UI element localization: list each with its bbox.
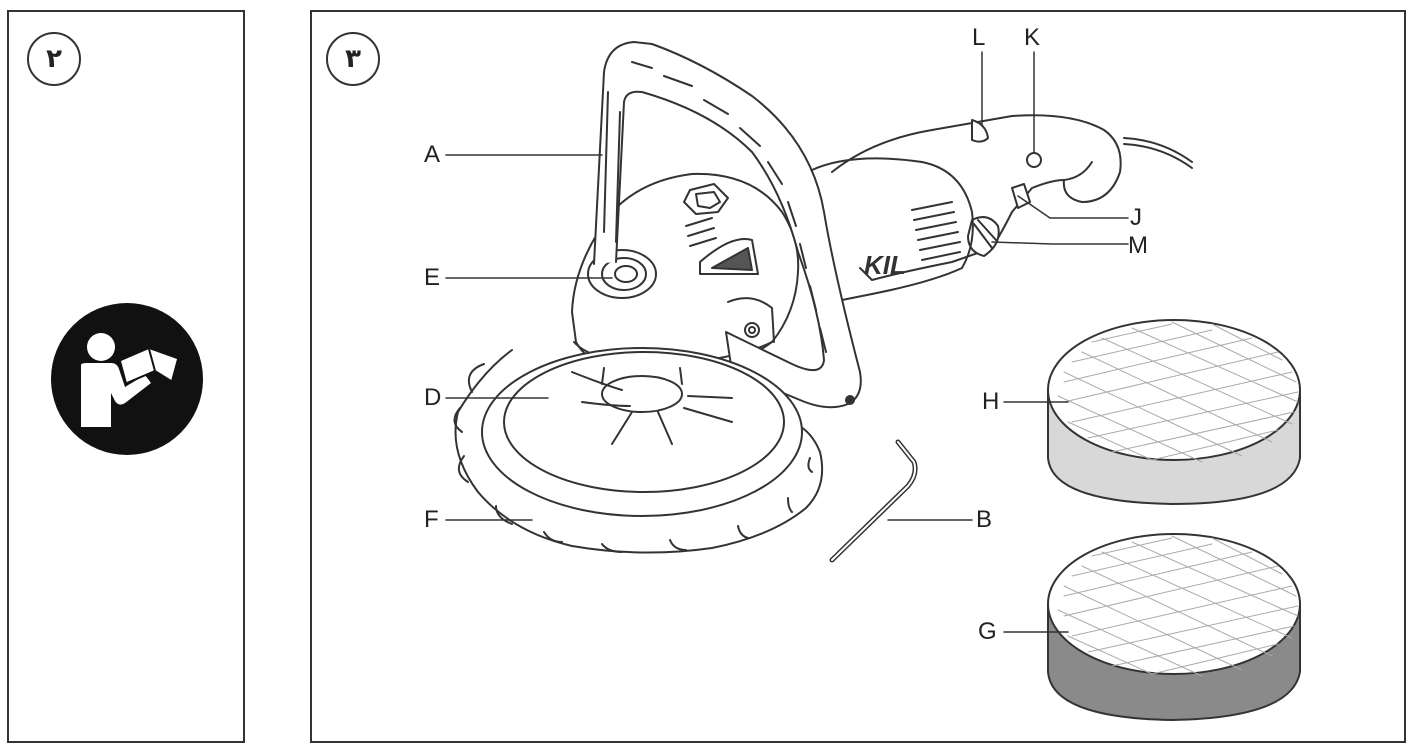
label-B: B (976, 506, 993, 533)
figure-2-number: ٢ (27, 32, 81, 86)
figure-2-panel: ٢ (7, 10, 245, 743)
hex-key-B (829, 439, 918, 563)
trigger-J (1011, 183, 1031, 209)
backing-pad-D (481, 347, 803, 517)
label-E: E (424, 264, 441, 291)
lock-button-L (971, 119, 989, 143)
label-J: J (1130, 204, 1142, 231)
pad-H (1047, 319, 1301, 505)
label-H: H (982, 388, 1000, 415)
read-manual-icon (51, 303, 203, 455)
pad-G (1047, 533, 1301, 721)
label-D: D (424, 384, 442, 411)
leader-M (991, 241, 1129, 245)
figure-3-panel: ٣ (310, 10, 1406, 743)
label-L: L (972, 24, 986, 51)
polisher-drawing: KIL (445, 41, 1301, 721)
figure-3-number: ٣ (326, 32, 380, 86)
leader-J (1017, 195, 1129, 219)
label-K: K (1024, 24, 1041, 51)
button-K (1026, 152, 1042, 168)
label-A: A (424, 141, 441, 168)
label-M: M (1128, 232, 1148, 259)
label-G: G (978, 618, 997, 645)
label-F: F (424, 506, 439, 533)
bail-handle-A (593, 41, 862, 409)
brand-fragment: KIL (864, 250, 906, 280)
motor-housing (811, 157, 974, 303)
